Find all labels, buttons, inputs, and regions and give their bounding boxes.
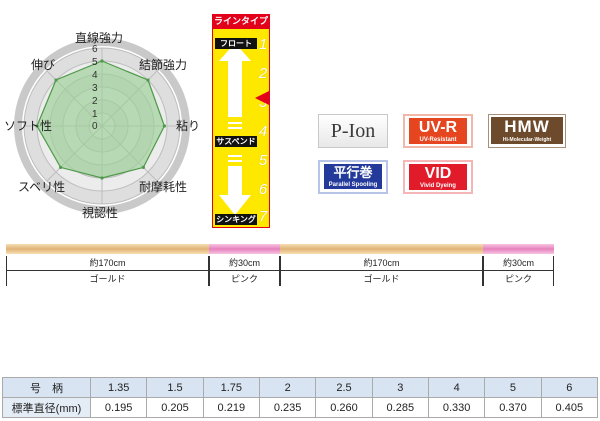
line-type-number: 5: [258, 152, 268, 169]
line-type-gauge: ラインタイプ フロート サスペンド シンキング 1 2 3 4 5 6 7: [212, 14, 270, 228]
size-cell: 2: [258, 377, 317, 398]
radar-point: [100, 59, 104, 63]
segment-color: ゴールド: [363, 274, 400, 284]
radar-chart: 直線強力 結節強力 粘り 耐摩耗性 視認性 スベリ性 ソフト性 伸び 6 5 4…: [0, 0, 210, 232]
diameter-cell: 0.285: [371, 397, 429, 418]
radar-tick-label: 2: [92, 96, 98, 107]
line-segment-gold: [6, 244, 209, 254]
diameter-cell: 0.195: [89, 397, 148, 418]
radar-point: [54, 78, 58, 82]
radar-point: [146, 78, 150, 82]
size-cell: 1.5: [146, 377, 204, 398]
spec-table: 号 柄 1.35 1.5 1.75 2 2.5 3 4 5 6 標準直径(mm)…: [2, 377, 599, 418]
size-cell: 1.35: [89, 377, 148, 398]
radar-axis-label: スベリ性: [18, 180, 66, 194]
radar-point: [59, 165, 63, 169]
up-down-arrows-icon: [219, 43, 251, 215]
radar-plot: [14, 38, 190, 214]
segment-color: ピンク: [230, 274, 258, 284]
vid-badge: VID Vivid Dyeing: [403, 160, 473, 194]
segment-measure: 約30cm ピンク: [209, 256, 280, 286]
radar-tick-label: 1: [92, 109, 98, 120]
segment-length: 約30cm: [228, 258, 260, 268]
radar-tick-label: 6: [92, 44, 98, 55]
diameter-cell: 0.260: [315, 397, 373, 418]
diameter-cell: 0.235: [258, 397, 317, 418]
float-label: フロート: [215, 38, 257, 49]
line-type-number: 1: [258, 36, 268, 53]
line-type-scale: フロート サスペンド シンキング 1 2 3 4 5 6 7: [212, 28, 270, 228]
line-type-number: 7: [258, 208, 268, 225]
size-cell: 2.5: [315, 377, 373, 398]
radar-point: [162, 124, 166, 128]
line-type-number: 2: [258, 65, 268, 82]
segment-length: 約30cm: [502, 258, 534, 268]
radar-axis-label: 耐摩耗性: [139, 180, 188, 194]
radar-point: [100, 176, 104, 180]
segment-color: ピンク: [504, 274, 532, 284]
size-cell: 5: [484, 377, 542, 398]
uv-r-badge: UV-R UV-Resistant: [403, 114, 473, 148]
diameter-cell: 0.205: [146, 397, 204, 418]
radar-axis-label: 伸び: [31, 58, 56, 72]
radar-point: [141, 165, 145, 169]
radar-axis-label: ソフト性: [4, 119, 53, 133]
line-type-title: ラインタイプ: [212, 14, 270, 28]
parallel-spooling-badge: 平行巻 Parallel Spooling: [318, 160, 388, 194]
size-header: 号 柄: [2, 377, 91, 398]
line-segment-pink: [209, 244, 280, 254]
radar-rim: [14, 38, 190, 214]
diameter-cell: 0.370: [484, 397, 542, 418]
diameter-cell: 0.219: [202, 397, 260, 418]
hmw-badge: HMW Hi-Molecular-Weight: [488, 114, 566, 148]
size-cell: 1.75: [202, 377, 260, 398]
segment-measure: 約170cm ゴールド: [6, 256, 209, 286]
line-type-number: 4: [258, 123, 268, 140]
radar-point: [35, 124, 39, 128]
suspend-label: サスペンド: [215, 136, 257, 147]
diameter-header: 標準直径(mm): [2, 397, 91, 418]
p-ion-badge: P-Ion: [318, 114, 388, 148]
segment-length: 約170cm: [89, 258, 126, 268]
diameter-cell: 0.405: [540, 397, 599, 418]
segment-length: 約170cm: [363, 258, 400, 268]
radar-axis-label: 視認性: [82, 206, 119, 220]
radar-axis-label: 直線強力: [75, 31, 124, 45]
diameter-cell: 0.330: [427, 397, 486, 418]
segment-measure: 約30cm ピンク: [483, 256, 554, 286]
radar-tick-label: 0: [92, 121, 98, 132]
size-cell: 4: [427, 377, 486, 398]
size-row: 号 柄 1.35 1.5 1.75 2 2.5 3 4 5 6: [2, 377, 599, 398]
radar-tick-label: 3: [92, 83, 98, 94]
radar-tick-label: 5: [92, 57, 98, 68]
size-cell: 3: [371, 377, 429, 398]
radar-axis-label: 粘り: [176, 119, 201, 133]
segment-measure: 約170cm ゴールド: [280, 256, 483, 286]
line-segment-pink: [483, 244, 554, 254]
line-type-marker-icon: [255, 91, 269, 105]
segment-color: ゴールド: [89, 274, 126, 284]
diameter-row: 標準直径(mm) 0.195 0.205 0.219 0.235 0.260 0…: [2, 397, 599, 418]
radar-axis-label: 結節強力: [139, 58, 188, 72]
radar-tick-label: 4: [92, 70, 98, 81]
sinking-label: シンキング: [215, 214, 257, 225]
size-cell: 6: [540, 377, 599, 398]
line-type-number: 6: [258, 181, 268, 198]
line-segment-gold: [280, 244, 483, 254]
